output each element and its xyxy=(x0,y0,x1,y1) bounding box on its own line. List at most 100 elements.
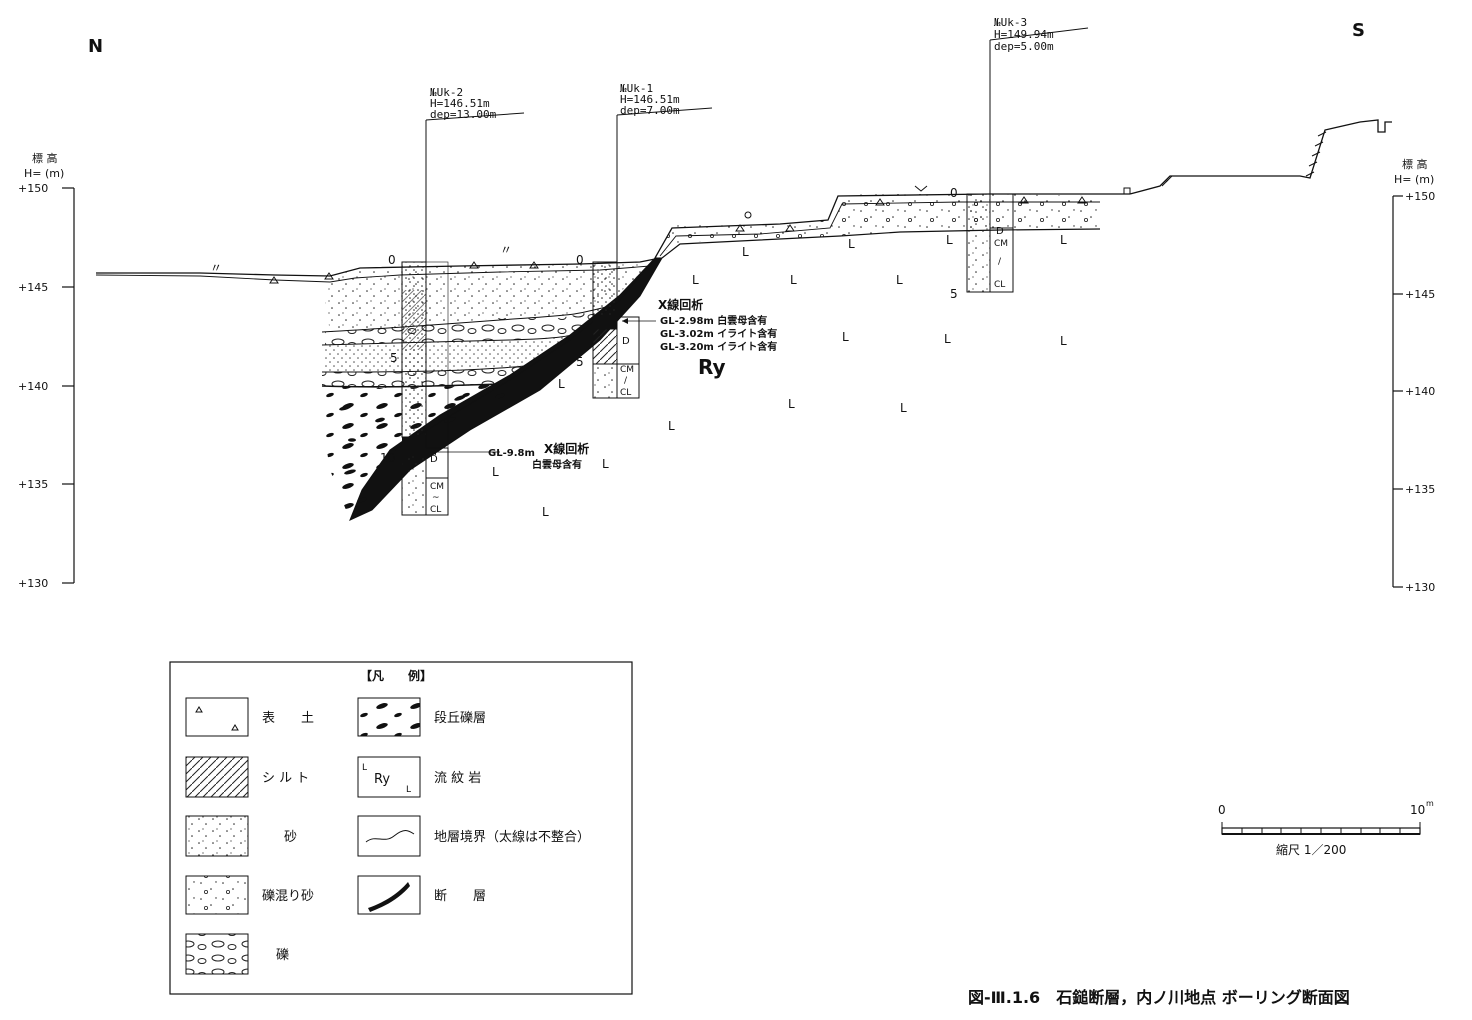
uk3-dep: dep=5.00m xyxy=(994,40,1054,53)
svg-text:10: 10 xyxy=(1410,803,1425,817)
svg-text:流 紋 岩: 流 紋 岩 xyxy=(434,771,481,786)
legend-gravel: 礫 xyxy=(185,933,289,975)
svg-text:L: L xyxy=(1060,233,1067,247)
svg-text:m: m xyxy=(1426,799,1434,808)
svg-text:縮尺 1／200: 縮尺 1／200 xyxy=(1276,842,1346,857)
legend-title: 【凡 例】 xyxy=(360,668,432,683)
legend-gravelly-sand: 礫混り砂 xyxy=(185,875,314,915)
svg-text:X線回析: X線回析 xyxy=(658,297,703,312)
tick-left-145: +145 xyxy=(18,281,48,294)
uk3-h: H=149.94m xyxy=(994,28,1054,41)
uk1-dep: dep=7.00m xyxy=(620,104,680,117)
svg-text:L: L xyxy=(944,332,951,346)
surface-mark-1: 〃 xyxy=(210,261,222,275)
legend-boundary: 地層境界（太線は不整合） xyxy=(357,815,590,857)
figure-title: 図-Ⅲ.1.6 石鎚断層，内ノ川地点 ボーリング断面図 xyxy=(968,988,1350,1007)
borehole-uk2: №Uk-2 H=146.51m dep=13.00m D CM ~ CL 0 5… xyxy=(380,86,525,516)
svg-text:10: 10 xyxy=(380,451,395,465)
svg-text:D: D xyxy=(430,454,438,465)
svg-text:L: L xyxy=(668,419,675,433)
svg-text:L: L xyxy=(1060,334,1067,348)
svg-text:~: ~ xyxy=(432,493,440,503)
uk2-id: №Uk-2 xyxy=(430,86,463,99)
right-elevation-axis: 標 高 H= (m) +150 +145 +140 +135 +130 xyxy=(1392,157,1435,594)
left-elevation-axis: 標 高 H= (m) +150 +145 +140 +135 +130 xyxy=(18,151,75,590)
tick-right-135: +135 xyxy=(1405,483,1435,496)
legend-silt: シ ル ト xyxy=(185,756,309,798)
borehole-uk1: №Uk-1 H=146.51m dep=7.00m D CM / CL 0 5 xyxy=(576,82,713,399)
legend: 【凡 例】 表 土 シ ル ト 砂 礫混り砂 礫 段丘礫層 xyxy=(169,661,633,995)
xray-annotation-uk2: GL-9.8m X線回析 白雲母含有 xyxy=(430,441,589,471)
svg-text:L: L xyxy=(492,465,499,479)
svg-text:CL: CL xyxy=(620,388,631,398)
svg-text:CM: CM xyxy=(430,482,444,492)
xray-annotation-uk1: X線回析 GL-2.98m 白雲母含有 GL-3.02m イライト含有 GL-3… xyxy=(622,297,777,353)
svg-text:0: 0 xyxy=(388,253,396,267)
right-terrace-deposits xyxy=(654,119,1392,259)
legend-sand: 砂 xyxy=(185,815,297,857)
rhyolite-markers: L L L L L L L L L L L L L L L L L xyxy=(492,233,1067,519)
svg-text:表 土: 表 土 xyxy=(262,711,314,726)
svg-text:CM: CM xyxy=(620,365,634,375)
svg-text:L: L xyxy=(900,401,907,415)
svg-text:L: L xyxy=(362,763,367,773)
svg-text:砂: 砂 xyxy=(284,830,297,845)
axis-label-right-2: H= (m) xyxy=(1394,173,1434,186)
tick-right-130: +130 xyxy=(1405,581,1435,594)
svg-text:L: L xyxy=(558,377,565,391)
uk2-h: H=146.51m xyxy=(430,97,490,110)
tick-left-150: +150 xyxy=(18,182,48,195)
svg-text:白雲母含有: 白雲母含有 xyxy=(532,458,582,471)
svg-text:L: L xyxy=(406,785,411,795)
svg-text:L: L xyxy=(896,273,903,287)
svg-text:L: L xyxy=(790,273,797,287)
svg-text:0: 0 xyxy=(576,253,584,267)
uk1-id: №Uk-1 xyxy=(620,82,653,95)
rock-label-ry: Ry xyxy=(698,355,726,379)
axis-label-left-2: H= (m) xyxy=(24,167,64,180)
svg-text:D: D xyxy=(622,336,630,347)
legend-fault: 断 層 xyxy=(357,875,486,915)
axis-label-left-1: 標 高 xyxy=(32,151,58,165)
svg-text:L: L xyxy=(848,237,855,251)
svg-text:5: 5 xyxy=(576,355,584,369)
south-label: S xyxy=(1352,20,1365,41)
surface-mark-2: 〃 xyxy=(500,243,512,257)
svg-text:D: D xyxy=(996,226,1004,237)
svg-text:GL-9.8m: GL-9.8m xyxy=(488,448,535,459)
axis-label-right-1: 標 高 xyxy=(1402,157,1428,171)
svg-text:/: / xyxy=(624,376,628,386)
svg-text:L: L xyxy=(788,397,795,411)
svg-text:段丘礫層: 段丘礫層 xyxy=(434,710,486,726)
svg-text:L: L xyxy=(946,233,953,247)
svg-text:CL: CL xyxy=(430,505,441,515)
north-label: N xyxy=(88,36,103,57)
uk1-h: H=146.51m xyxy=(620,93,680,106)
tick-right-140: +140 xyxy=(1405,385,1435,398)
svg-text:GL-2.98m 白雲母含有: GL-2.98m 白雲母含有 xyxy=(660,314,767,327)
svg-text:L: L xyxy=(692,273,699,287)
legend-rhyolite: L Ry L 流 紋 岩 xyxy=(357,756,481,798)
tick-left-135: +135 xyxy=(18,478,48,491)
uk2-dep: dep=13.00m xyxy=(430,108,497,121)
svg-text:5: 5 xyxy=(390,351,398,365)
legend-topsoil: 表 土 xyxy=(185,697,314,737)
svg-text:CL: CL xyxy=(994,280,1005,290)
svg-text:シ ル ト: シ ル ト xyxy=(262,771,309,786)
svg-text:GL-3.20m イライト含有: GL-3.20m イライト含有 xyxy=(660,340,777,353)
svg-text:L: L xyxy=(842,330,849,344)
svg-text:Ry: Ry xyxy=(374,772,390,787)
svg-text:地層境界（太線は不整合）: 地層境界（太線は不整合） xyxy=(434,829,590,845)
svg-text:礫混り砂: 礫混り砂 xyxy=(262,888,314,904)
svg-text:0: 0 xyxy=(1218,803,1226,817)
svg-text:L: L xyxy=(542,505,549,519)
svg-text:GL-3.02m イライト含有: GL-3.02m イライト含有 xyxy=(660,327,777,340)
svg-text:CM: CM xyxy=(994,239,1008,249)
tick-left-140: +140 xyxy=(18,380,48,393)
svg-text:X線回析: X線回析 xyxy=(544,441,589,456)
uk3-id: №Uk-3 xyxy=(994,16,1027,29)
svg-text:L: L xyxy=(602,457,609,471)
svg-text:断 層: 断 層 xyxy=(434,889,486,904)
svg-text:0: 0 xyxy=(950,186,958,200)
